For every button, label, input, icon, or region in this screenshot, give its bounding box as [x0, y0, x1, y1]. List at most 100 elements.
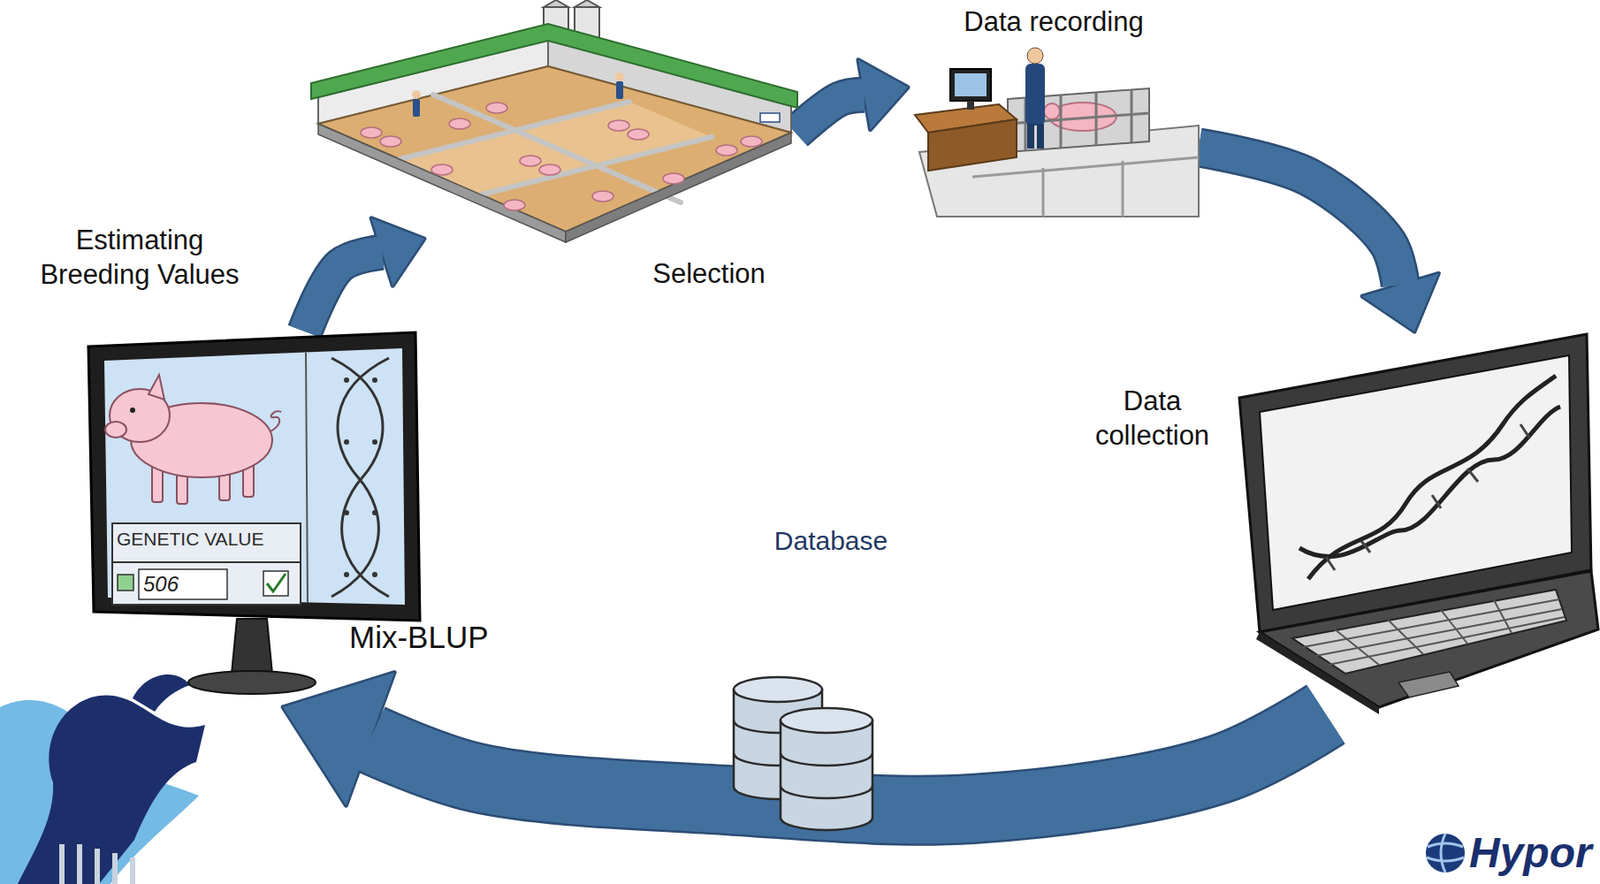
laptop-illustration	[1259, 571, 1599, 708]
laptop-illustration	[1334, 629, 1380, 665]
laptop-illustration	[1398, 671, 1459, 698]
brand-globe	[1425, 833, 1465, 873]
stage-label: Data recording	[963, 6, 1143, 38]
text-slot: Estimating Breeding Values	[20, 223, 260, 293]
stage-label: Estimating Breeding Values	[39, 224, 239, 290]
laptop-illustration	[1259, 355, 1572, 610]
recording-station-illustration	[1036, 123, 1044, 149]
label-slot: Mix-BLUP	[349, 618, 526, 656]
brand-globe	[1440, 833, 1446, 873]
monitor-illustration	[117, 574, 134, 591]
barn-illustration	[318, 123, 566, 243]
monitor-illustration	[88, 332, 420, 694]
monitor-illustration	[112, 523, 301, 605]
text-slot: Data recording	[899, 5, 1209, 39]
stage-label: Data collection	[1095, 385, 1210, 451]
recording-station-illustration	[954, 73, 987, 97]
monitor-illustration	[331, 358, 389, 597]
illustration-node: Data recording	[907, 44, 1199, 217]
barn-illustration	[360, 127, 382, 138]
barn-illustration	[503, 199, 526, 211]
monitor-illustration	[129, 407, 136, 413]
recording-station-illustration	[1042, 167, 1045, 217]
recording-station-illustration	[1025, 63, 1045, 126]
recording-station-illustration	[1121, 160, 1125, 217]
brand-globe	[1425, 833, 1465, 873]
laptop-illustration	[1432, 495, 1441, 509]
text-slot: GENETIC VALUE	[116, 527, 298, 550]
arrowhead	[282, 672, 395, 806]
barn-illustration	[616, 81, 624, 100]
database-cylinders	[780, 753, 873, 766]
database-cylinders	[733, 677, 823, 702]
laptop-illustration	[1239, 334, 1599, 715]
arrowhead	[371, 218, 425, 286]
laptop-illustration	[1387, 619, 1424, 655]
text-slot: Selection	[629, 257, 789, 290]
text-slot: 506	[143, 572, 225, 595]
monitor-illustration	[188, 670, 316, 694]
barn-illustration	[318, 66, 792, 232]
recording-station-illustration	[928, 119, 1017, 171]
laptop-illustration	[1315, 609, 1562, 656]
cycle-arrow	[1198, 147, 1439, 332]
arrowhead-outline	[858, 60, 908, 130]
barn-illustration	[615, 72, 625, 82]
livestock-logo	[132, 674, 191, 712]
barn-illustration	[592, 190, 614, 202]
cycle-arrow	[795, 60, 908, 133]
barn-illustration	[433, 94, 681, 203]
arrow-band	[795, 94, 865, 133]
livestock-logo	[0, 674, 206, 884]
barn-illustration	[411, 72, 625, 117]
arrow-outline	[795, 94, 865, 133]
stage-label: Selection	[652, 258, 766, 290]
screen-text: GENETIC VALUE	[116, 528, 264, 549]
laptop-illustration	[1302, 599, 1560, 648]
database-cylinders	[780, 720, 873, 831]
livestock-logo	[59, 844, 65, 884]
barn-illustration	[411, 90, 421, 100]
laptop-illustration	[1299, 406, 1561, 557]
arrow-outline	[304, 251, 382, 332]
laptop-illustration	[1308, 375, 1556, 580]
illustration-node: Data collection	[1234, 331, 1592, 715]
database-cylinders	[733, 677, 873, 831]
section-label: Database	[774, 525, 888, 556]
barn-illustration	[662, 173, 685, 184]
monitor-illustration	[138, 569, 228, 600]
monitor-illustration	[372, 377, 378, 383]
brand-globe	[1427, 843, 1463, 847]
barn-illustration	[574, 0, 600, 8]
monitor-illustration	[372, 439, 378, 445]
recording-station-illustration	[1095, 92, 1098, 145]
barn-illustration	[486, 102, 508, 114]
recording-station-illustration	[972, 157, 1199, 217]
recording-station-illustration	[1130, 90, 1134, 143]
recording-station-illustration	[914, 47, 1199, 217]
screen-text: 506	[143, 571, 179, 596]
monitor-illustration	[105, 421, 127, 438]
monitor-illustration	[372, 510, 378, 516]
laptop-illustration	[1302, 599, 1565, 665]
livestock-logo	[76, 844, 83, 884]
cycle-arrow	[304, 218, 425, 332]
recording-station-illustration	[967, 100, 975, 110]
brand-globe	[1426, 857, 1464, 861]
monitor-illustration	[372, 571, 378, 578]
barn-illustration	[627, 129, 649, 140]
recording-station-illustration	[1027, 123, 1035, 149]
laptop-illustration	[1520, 424, 1530, 438]
laptop-illustration	[1328, 617, 1565, 665]
recording-station-illustration	[950, 68, 991, 101]
label-slot: Database	[773, 525, 889, 557]
barn-illustration	[311, 0, 798, 243]
livestock-logo	[94, 848, 100, 884]
recording-station-illustration	[972, 157, 1199, 177]
label-slot: Hypor	[1469, 827, 1598, 879]
database-cylinders	[780, 708, 873, 733]
livestock-logo	[129, 857, 136, 884]
monitor-illustration	[263, 571, 289, 596]
